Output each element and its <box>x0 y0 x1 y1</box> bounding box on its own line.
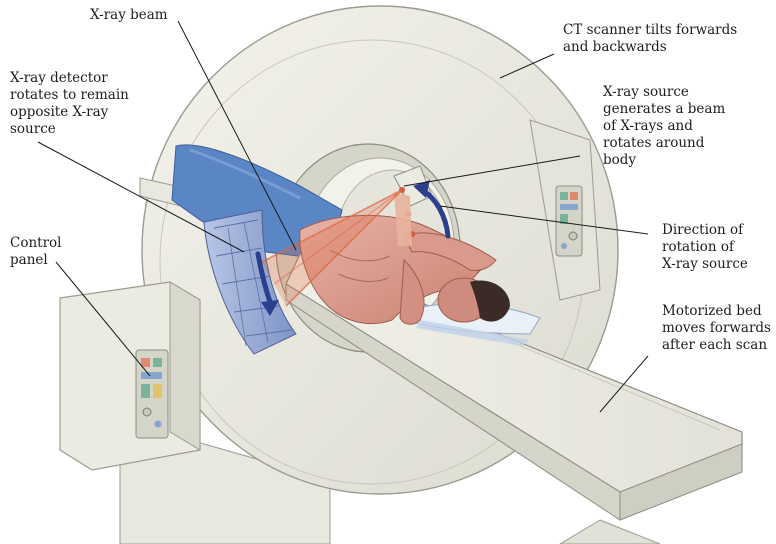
label-xray-detector: X-ray detector rotates to remain opposit… <box>10 70 129 138</box>
right-control-panel <box>556 186 582 256</box>
label-motorized-bed: Motorized bed moves forwards after each … <box>662 303 771 354</box>
label-control-panel: Control panel <box>10 235 61 269</box>
label-direction-of-rotation: Direction of rotation of X-ray source <box>662 222 748 273</box>
label-xray-source: X-ray source generates a beam of X-rays … <box>603 84 725 169</box>
label-xray-beam: X-ray beam <box>90 7 168 24</box>
control-panel-tower <box>60 282 200 470</box>
control-panel <box>136 350 168 438</box>
label-ct-scanner-tilts: CT scanner tilts forwards and backwards <box>563 22 737 56</box>
